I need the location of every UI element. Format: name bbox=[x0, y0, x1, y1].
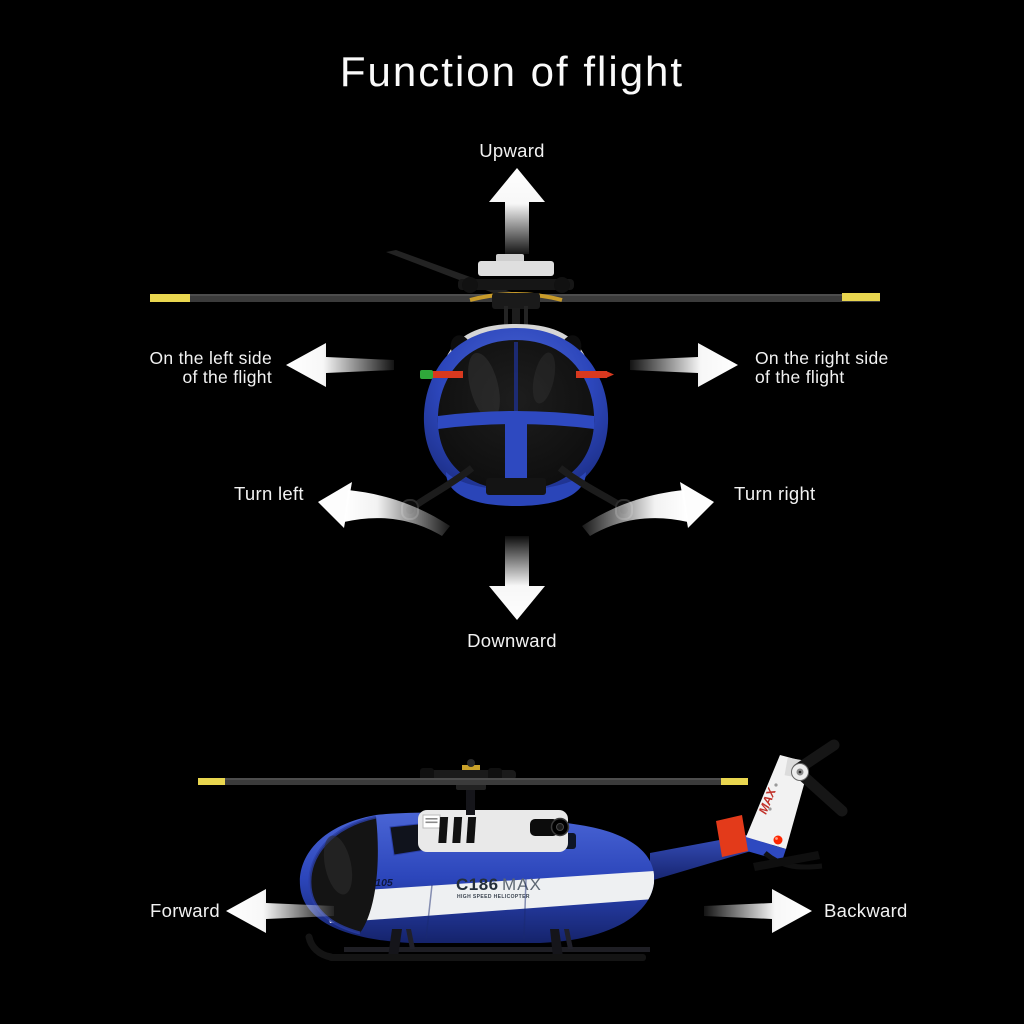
right-side-label-line2: of the flight bbox=[755, 367, 845, 387]
trainer-bar-right bbox=[576, 371, 614, 378]
model-text: C186 bbox=[456, 875, 499, 894]
stripe-subtext: HIGH SPEED HELICOPTER bbox=[457, 894, 530, 900]
variant-text: MAX bbox=[502, 875, 542, 894]
tail-band bbox=[716, 815, 748, 857]
downward-arrow-icon bbox=[489, 536, 545, 620]
forward-label: Forward bbox=[150, 900, 220, 921]
rotor-head bbox=[458, 254, 574, 338]
right-arrow-icon bbox=[630, 343, 738, 387]
tail-beacon-highlight bbox=[775, 837, 778, 840]
right-side-label: On the right side of the flight bbox=[755, 349, 955, 387]
side-landing-skids bbox=[305, 929, 650, 961]
right-side-label-line1: On the right side bbox=[755, 348, 889, 368]
left-side-label-line2: of the flight bbox=[182, 367, 272, 387]
battery-hatch bbox=[486, 478, 546, 495]
trainer-bar-left bbox=[420, 370, 463, 379]
far-rotor-blade bbox=[386, 250, 528, 304]
turn-right-label: Turn right bbox=[734, 483, 816, 504]
backward-label: Backward bbox=[824, 900, 908, 921]
lower-cowl bbox=[446, 472, 586, 506]
side-rotor-head bbox=[420, 759, 516, 815]
left-arrow-icon bbox=[286, 343, 394, 387]
fuselage-stripe bbox=[320, 871, 654, 923]
turn-right-arrow-icon bbox=[582, 482, 714, 536]
left-side-label-line1: On the left side bbox=[149, 348, 272, 368]
turn-left-label: Turn left bbox=[234, 483, 304, 504]
side-main-rotor bbox=[198, 778, 748, 785]
upward-label: Upward bbox=[479, 140, 545, 161]
engine-cowl bbox=[418, 810, 570, 852]
side-helicopter-illustration: MAX C186 MAX HIGH SPEED HELICOPTER bbox=[198, 739, 848, 961]
side-windshield bbox=[308, 815, 378, 935]
backward-arrow-icon bbox=[704, 889, 812, 933]
left-side-label: On the left side of the flight bbox=[72, 349, 272, 387]
turn-left-arrow-icon bbox=[318, 482, 450, 536]
downward-label: Downward bbox=[467, 630, 557, 651]
tail-beacon bbox=[773, 835, 783, 845]
upward-arrow-icon bbox=[489, 168, 545, 254]
page-title: Function of flight bbox=[339, 48, 685, 95]
forward-arrow-icon bbox=[226, 889, 334, 933]
canopy-frame bbox=[438, 411, 594, 486]
tail-rotor bbox=[784, 739, 848, 817]
tail-stabilizer bbox=[753, 851, 823, 871]
front-helicopter-illustration bbox=[150, 250, 880, 520]
